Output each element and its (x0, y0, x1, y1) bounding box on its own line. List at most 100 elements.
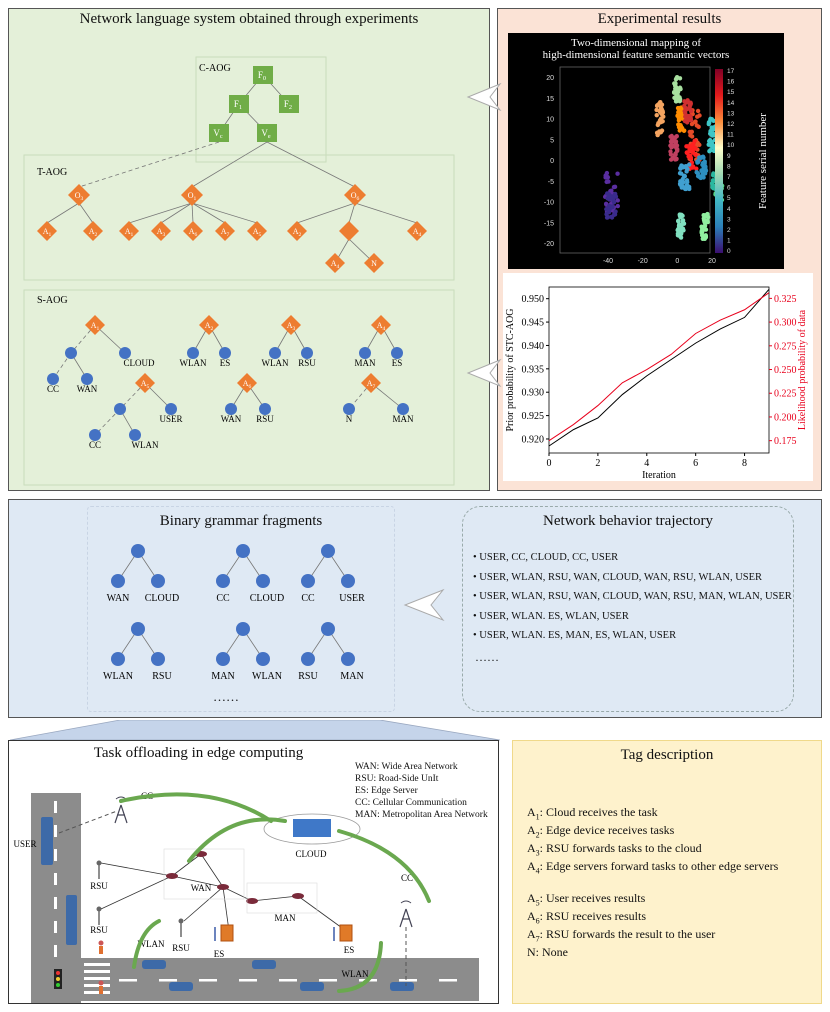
s-root-a6-label: A6 (243, 379, 252, 390)
fragment-leaf (111, 574, 125, 588)
scatter-point (660, 108, 665, 114)
fragment-leaf (216, 574, 230, 588)
lane-marking (159, 979, 177, 982)
t-or-node (68, 184, 90, 206)
lane-marking (54, 849, 57, 861)
scatter-x-tick: 20 (708, 258, 716, 265)
scatter-point (680, 176, 685, 182)
t-leaf-node-label: A5 (253, 227, 262, 238)
scatter-x-tick: -40 (603, 258, 613, 265)
s-terminal-label: USER (159, 414, 182, 424)
s-aog-label: S-AOG (37, 295, 68, 306)
cloud-server-icon (293, 819, 331, 837)
tree-edge (354, 202, 418, 224)
colorbar-tick: 11 (727, 132, 734, 139)
edge-server-icon (220, 924, 234, 942)
scatter-point (668, 149, 673, 154)
lane-marking (54, 921, 57, 933)
rsu-head (178, 918, 184, 924)
scatter-point (683, 110, 688, 116)
x-tick-label: 6 (693, 458, 698, 469)
c-node-f0 (253, 66, 273, 84)
scatter-point (705, 219, 710, 225)
t-or-node (344, 184, 366, 206)
colorbar-tick: 12 (727, 121, 735, 128)
c-node-f0-label: F0 (258, 70, 266, 82)
scatter-point (685, 185, 690, 190)
s-and-node (397, 403, 409, 415)
lane-marking (279, 979, 297, 982)
scatter-point (676, 218, 681, 224)
flow-arrow (337, 941, 383, 993)
scatter-point (676, 87, 682, 92)
colorbar-tick: 5 (727, 195, 731, 202)
t-leaf-node (183, 221, 203, 241)
s-and-node (165, 403, 177, 415)
s-terminal-label: WLAN (262, 358, 289, 368)
s-and-node (225, 403, 237, 415)
tag-description-panel: Tag description A1: Cloud receives the t… (512, 740, 822, 1004)
scatter-point (678, 105, 683, 111)
t-leaf-node-label: A2 (293, 227, 302, 238)
person-body (99, 986, 103, 994)
s-terminal-label: RSU (298, 358, 316, 368)
y2-tick-label: 0.225 (774, 389, 797, 400)
scatter-point (685, 117, 690, 122)
s-root-a4-label: A4 (377, 321, 386, 332)
t-leaf-node-label: A7 (221, 227, 230, 238)
t-leaf-node (151, 221, 171, 241)
tree-edge (191, 202, 194, 224)
t-leaf-node-label: A6 (189, 227, 198, 238)
tree-edge (266, 141, 356, 188)
s-and-node (89, 429, 101, 441)
scatter-title-line2: high-dimensional feature semantic vector… (543, 49, 730, 61)
t-leaf-node (364, 253, 384, 273)
scatter-point (611, 198, 616, 203)
scatter-point (689, 145, 695, 150)
network-link (171, 853, 202, 877)
fragment-label: WLAN (103, 671, 133, 682)
lane-marking (439, 979, 457, 982)
scatter-point (679, 183, 684, 188)
tree-edge (46, 202, 80, 224)
t-leaf-node-label: N (371, 259, 377, 268)
s-and-node (343, 403, 355, 415)
network-link (251, 895, 299, 902)
s-and-node (119, 347, 131, 359)
scatter-point (711, 125, 716, 130)
y-tick-label: 0.925 (522, 411, 545, 422)
fragment-root (321, 622, 335, 636)
scatter-point (673, 84, 678, 89)
t-leaf-node (37, 221, 57, 241)
trajectory-item: • USER, WLAN. ES, MAN, ES, WLAN, USER (473, 630, 677, 641)
s-and-node (219, 347, 231, 359)
colorbar-tick: 16 (727, 79, 735, 86)
s-terminal-label: RSU (256, 414, 274, 424)
s-root-a6 (237, 373, 257, 393)
scatter-point (688, 133, 693, 138)
t-leaf-node-label: A3 (157, 227, 166, 238)
s-terminal-label: MAN (392, 414, 414, 424)
tag-item: A6: RSU receives results (527, 909, 646, 926)
wan-label: WAN (191, 883, 212, 893)
fragment-label: WAN (107, 593, 130, 604)
t-leaf-node (287, 221, 307, 241)
lane-marking (54, 873, 57, 885)
tag-item: A2: Edge device receives tasks (527, 823, 675, 840)
scatter-point (684, 99, 690, 105)
scatter-point (674, 76, 679, 81)
scatter-point (605, 175, 611, 180)
scatter-point (677, 76, 683, 81)
x-tick-label: 8 (742, 458, 747, 469)
scatter-point (707, 120, 712, 125)
tag-item: A4: Edge servers forward tasks to other … (527, 859, 779, 876)
scatter-point (695, 108, 701, 114)
fragment-root (131, 544, 145, 558)
y2-tick-label: 0.200 (774, 412, 797, 423)
colorbar-tick: 0 (727, 248, 731, 255)
prior-probability-line (548, 289, 770, 447)
colorbar-tick: 8 (727, 163, 731, 170)
scatter-point (687, 162, 692, 167)
dashed-edge (78, 141, 220, 188)
